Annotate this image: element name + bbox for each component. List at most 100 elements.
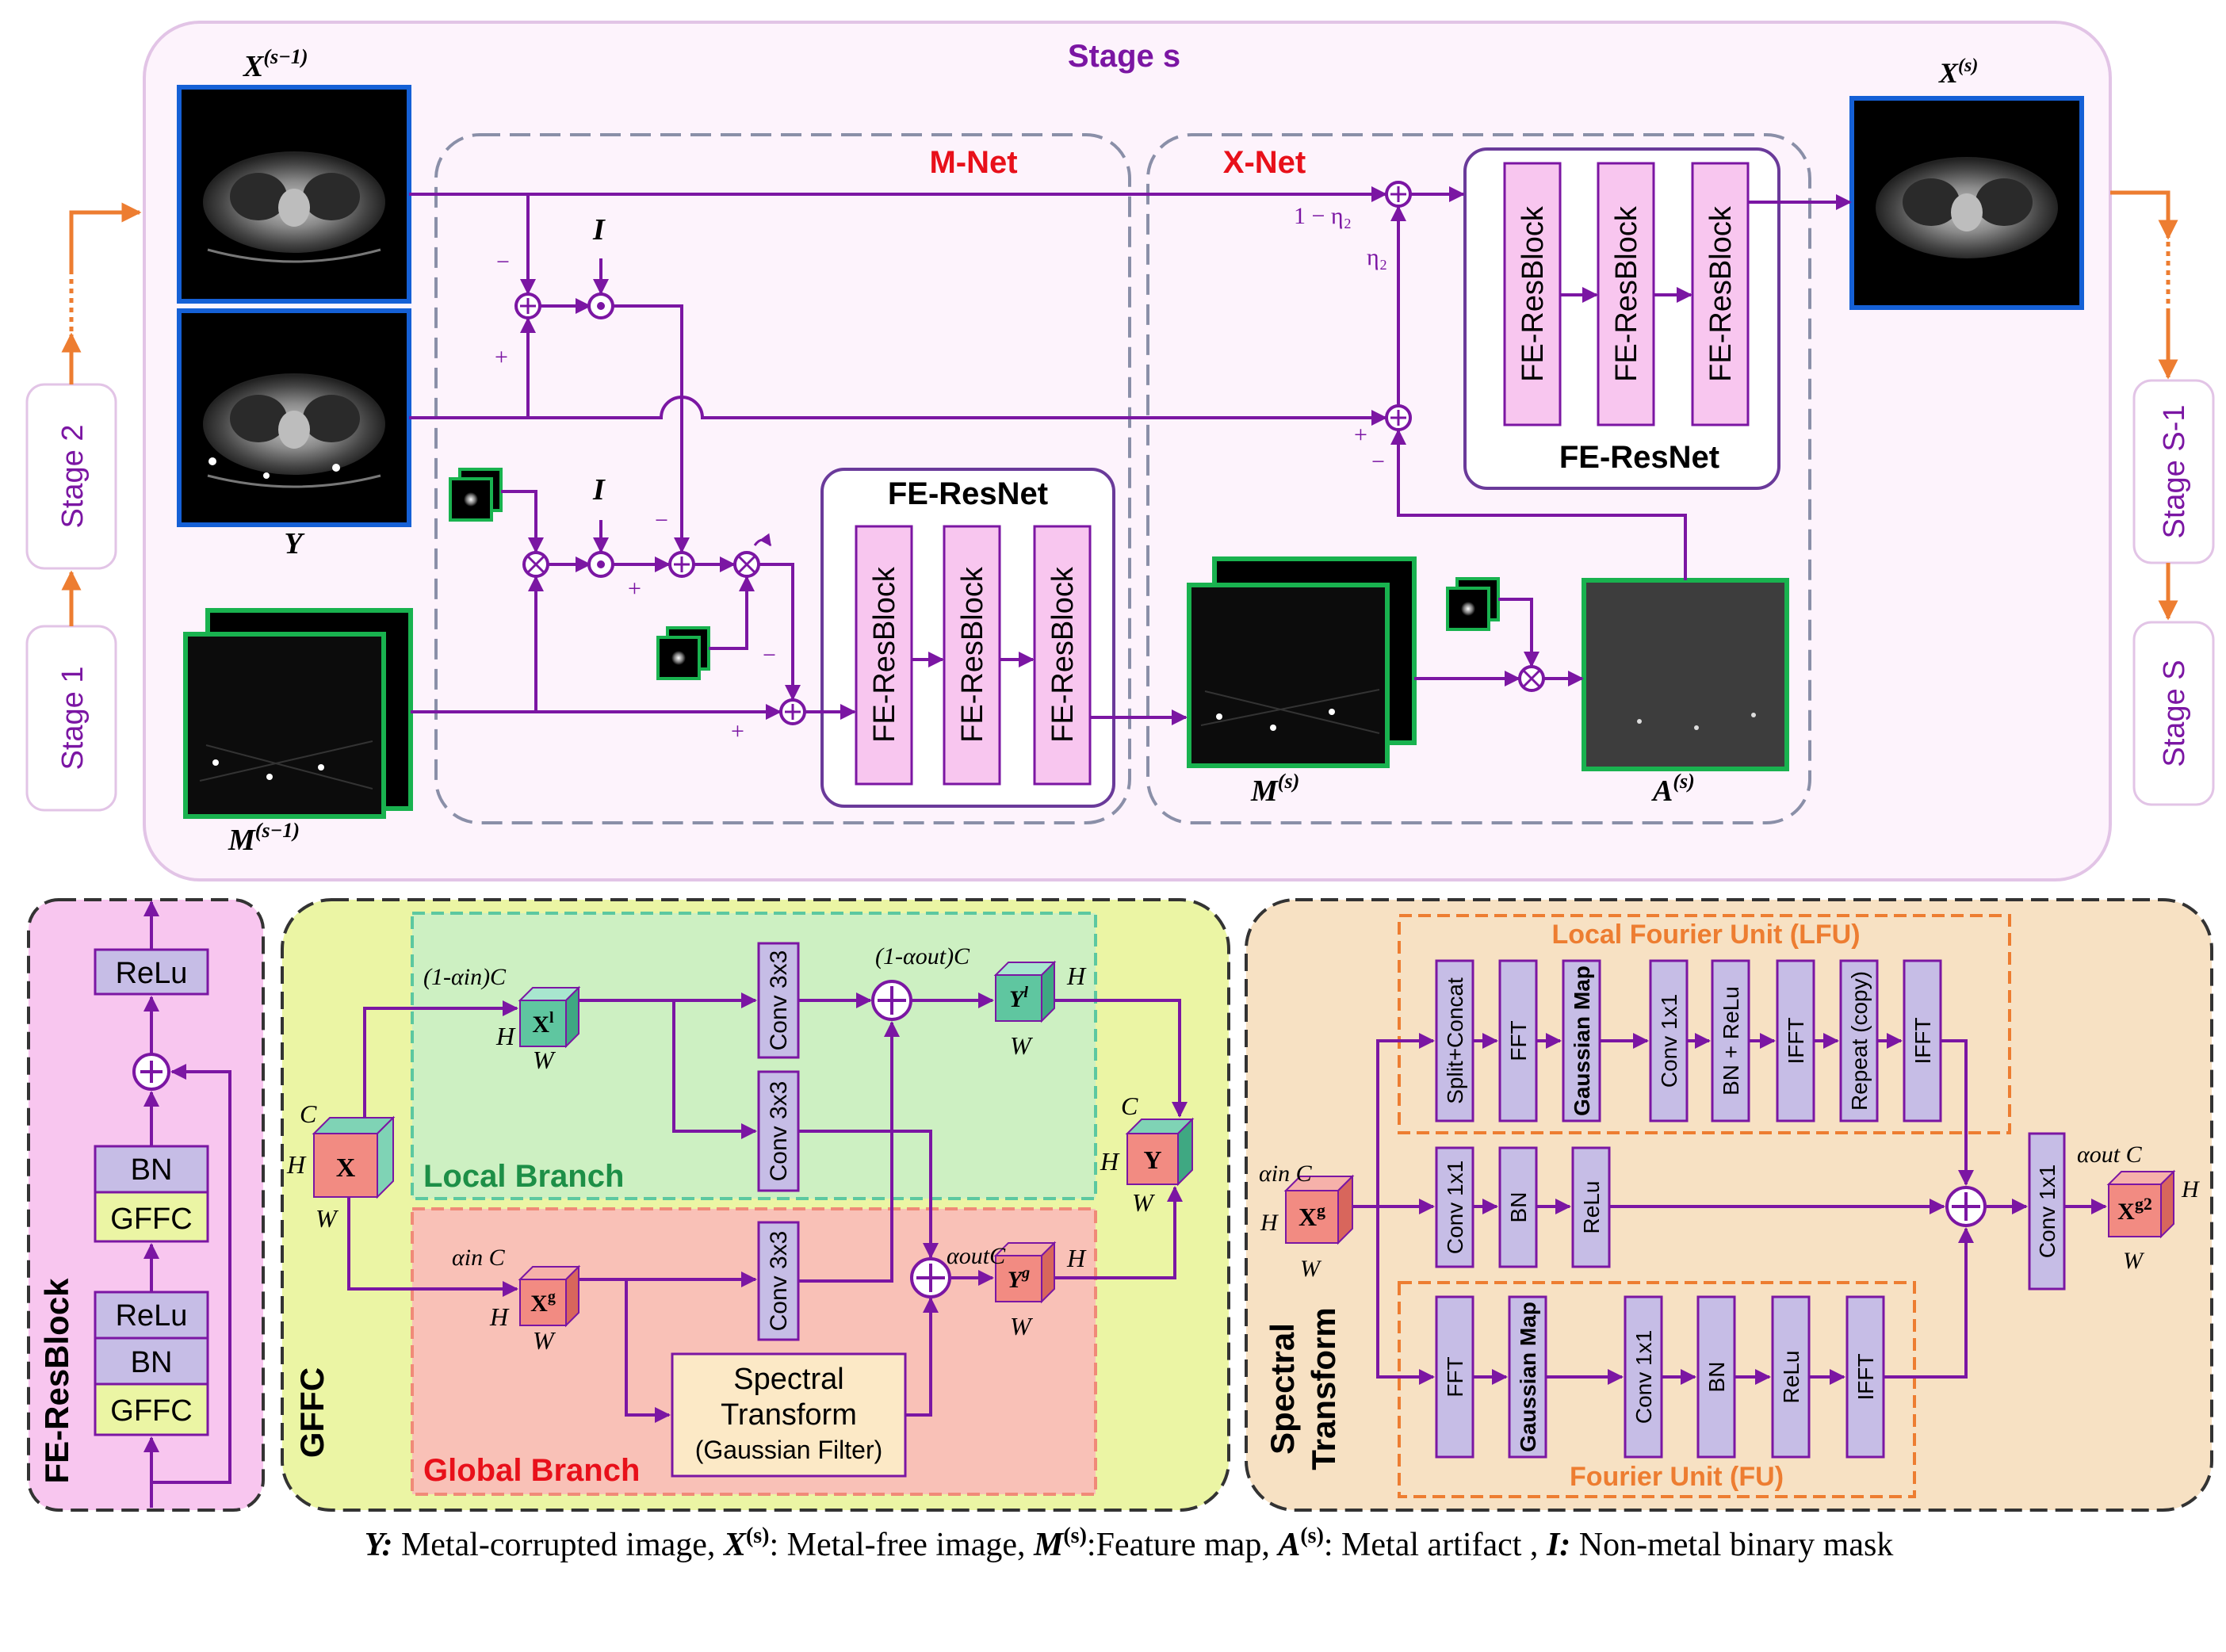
svg-text:W: W bbox=[1132, 1188, 1156, 1217]
gffc-cube-xl: Xl bbox=[518, 985, 581, 1049]
svg-text:ReLu: ReLu bbox=[116, 1299, 188, 1333]
svg-text:(1-αin)C: (1-αin)C bbox=[423, 964, 507, 990]
gffc-cube-xg: Xg bbox=[518, 1264, 581, 1328]
svg-text:C: C bbox=[1121, 1092, 1138, 1120]
svg-text:ReLu: ReLu bbox=[1579, 1181, 1604, 1234]
svg-text:+: + bbox=[731, 718, 744, 744]
svg-text:+: + bbox=[1354, 422, 1367, 448]
right-stage-flow: Stage S-1 Stage S bbox=[2110, 190, 2215, 806]
gffc-operators bbox=[871, 980, 951, 1298]
y-image bbox=[177, 308, 411, 527]
caption: Y: Metal-corrupted image, X(s): Metal-fr… bbox=[365, 1524, 1894, 1563]
m-out-image bbox=[1187, 556, 1417, 768]
stage-panel bbox=[143, 21, 2112, 881]
gffc-cube-yg: Yg bbox=[993, 1241, 1057, 1304]
x-out-label: X(s) bbox=[1938, 55, 1978, 89]
stage-s-minus-1-label: Stage S-1 bbox=[2158, 405, 2191, 539]
artifact-image bbox=[1582, 578, 1789, 771]
svg-text:Conv 1x1: Conv 1x1 bbox=[1631, 1330, 1656, 1424]
svg-text:FE-ResNet: FE-ResNet bbox=[1559, 440, 1719, 475]
xnet-label: X-Net bbox=[1223, 145, 1306, 180]
x-out-image bbox=[1849, 96, 2084, 310]
stage-s-box[interactable] bbox=[2132, 621, 2215, 806]
mid-ops: Conv 1x1 BN ReLu Conv 1x1 bbox=[1435, 1132, 2066, 1291]
stage-1-label: Stage 1 bbox=[56, 667, 90, 771]
spectral-cube-xg2: Xg2 bbox=[2106, 1169, 2176, 1239]
svg-text:Xl: Xl bbox=[532, 1009, 554, 1038]
spectral-title-1: Spectral bbox=[1264, 1323, 1301, 1455]
svg-text:Split+Concat: Split+Concat bbox=[1443, 977, 1467, 1104]
mnet-region bbox=[434, 133, 1131, 824]
svg-text:η₂: η₂ bbox=[1367, 244, 1387, 270]
spectral-flow bbox=[1352, 1033, 2107, 1385]
svg-text:FE-ResNet: FE-ResNet bbox=[888, 476, 1048, 511]
gffc-title: GFFC bbox=[293, 1367, 331, 1458]
svg-text:Conv 3x3: Conv 3x3 bbox=[766, 950, 792, 1051]
svg-text:αoutC: αoutC bbox=[947, 1243, 1006, 1269]
svg-text:Conv 1x1: Conv 1x1 bbox=[1657, 994, 1681, 1088]
top-flow bbox=[409, 186, 1852, 725]
local-branch-label: Local Branch bbox=[423, 1159, 624, 1194]
gffc-cube-y: Y bbox=[1125, 1117, 1195, 1187]
svg-text:Yl: Yl bbox=[1009, 984, 1028, 1012]
svg-text:H: H bbox=[1260, 1210, 1279, 1236]
svg-text:W: W bbox=[1010, 1031, 1034, 1060]
svg-text:Spectral: Spectral bbox=[733, 1363, 843, 1396]
svg-text:W: W bbox=[533, 1326, 556, 1355]
svg-text:IFFT: IFFT bbox=[1853, 1353, 1878, 1400]
svg-text:Gaussian Map: Gaussian Map bbox=[1516, 1302, 1540, 1452]
spectral-cube-xg: Xg bbox=[1283, 1174, 1355, 1245]
gffc-dimension-labels: C H W H W H W H W H W C H W (1-αin)C αin… bbox=[286, 943, 1156, 1355]
m-prev-image bbox=[183, 608, 413, 819]
svg-text:Y: Y bbox=[1143, 1145, 1161, 1174]
svg-text:−: − bbox=[1371, 449, 1385, 475]
lfu-region bbox=[1398, 914, 2011, 1134]
gffc-conv-blocks: Conv 3x3 Conv 3x3 Conv 3x3 Spectral Tran… bbox=[671, 942, 907, 1478]
xnet-region bbox=[1146, 133, 1811, 824]
gffc-flow bbox=[347, 992, 1188, 1423]
svg-text:+: + bbox=[495, 344, 508, 370]
svg-text:(Gaussian Filter): (Gaussian Filter) bbox=[695, 1436, 883, 1464]
stage-s-minus-1-box[interactable] bbox=[2132, 379, 2215, 564]
svg-text:W: W bbox=[316, 1204, 339, 1233]
svg-text:αin C: αin C bbox=[1259, 1161, 1313, 1187]
operator-labels: − + I I − + − + 1 − η₂ η₂ + − bbox=[495, 203, 1387, 744]
svg-text:−: − bbox=[655, 507, 668, 533]
svg-text:H: H bbox=[1066, 1244, 1087, 1272]
svg-text:FFT: FFT bbox=[1443, 1356, 1467, 1397]
svg-text:Xg2: Xg2 bbox=[2117, 1194, 2152, 1225]
svg-text:W: W bbox=[1300, 1256, 1322, 1282]
m-out-label: M(s) bbox=[1250, 770, 1299, 808]
svg-text:αout C: αout C bbox=[2077, 1141, 2143, 1168]
svg-text:I: I bbox=[592, 213, 606, 247]
fu-title: Fourier Unit (FU) bbox=[1570, 1462, 1784, 1492]
y-label: Y bbox=[284, 527, 305, 560]
x-prev-label: X(s−1) bbox=[243, 45, 308, 83]
gffc-cube-yl: Yl bbox=[993, 960, 1057, 1023]
spectral-operator bbox=[1945, 1186, 1987, 1227]
spectral-title-2: Transform bbox=[1305, 1307, 1342, 1470]
top-operators bbox=[514, 181, 1545, 725]
kernel-thumb-2 bbox=[656, 626, 710, 680]
svg-text:BN + ReLu: BN + ReLu bbox=[1719, 986, 1743, 1096]
stage-s-label: Stage S bbox=[2158, 660, 2191, 767]
spectral-dimension-labels: αin C H W αout C H W bbox=[1259, 1141, 2201, 1282]
svg-text:H: H bbox=[1066, 962, 1087, 990]
artifact-label: A(s) bbox=[1651, 770, 1695, 808]
m-prev-label: M(s−1) bbox=[228, 819, 300, 857]
svg-text:Gaussian Map: Gaussian Map bbox=[1570, 966, 1594, 1116]
svg-text:H: H bbox=[489, 1302, 510, 1331]
svg-text:ReLu: ReLu bbox=[1779, 1351, 1803, 1404]
svg-text:H: H bbox=[495, 1022, 516, 1050]
mnet-fe-resnet: FE-ResNet FE-ResBlock FE-ResBlock FE-Res… bbox=[820, 468, 1115, 808]
svg-text:Conv 1x1: Conv 1x1 bbox=[1443, 1161, 1467, 1254]
mnet-label: M-Net bbox=[929, 145, 1017, 180]
fu-region bbox=[1398, 1281, 1916, 1498]
kernel-thumb-1 bbox=[449, 468, 503, 522]
left-stage-flow: Stage 1 Stage 2 bbox=[25, 202, 142, 812]
svg-text:IFFT: IFFT bbox=[1784, 1017, 1808, 1064]
svg-text:FE-ResBlock: FE-ResBlock bbox=[868, 566, 901, 743]
svg-text:BN: BN bbox=[1506, 1192, 1531, 1223]
svg-text:C: C bbox=[300, 1099, 317, 1128]
